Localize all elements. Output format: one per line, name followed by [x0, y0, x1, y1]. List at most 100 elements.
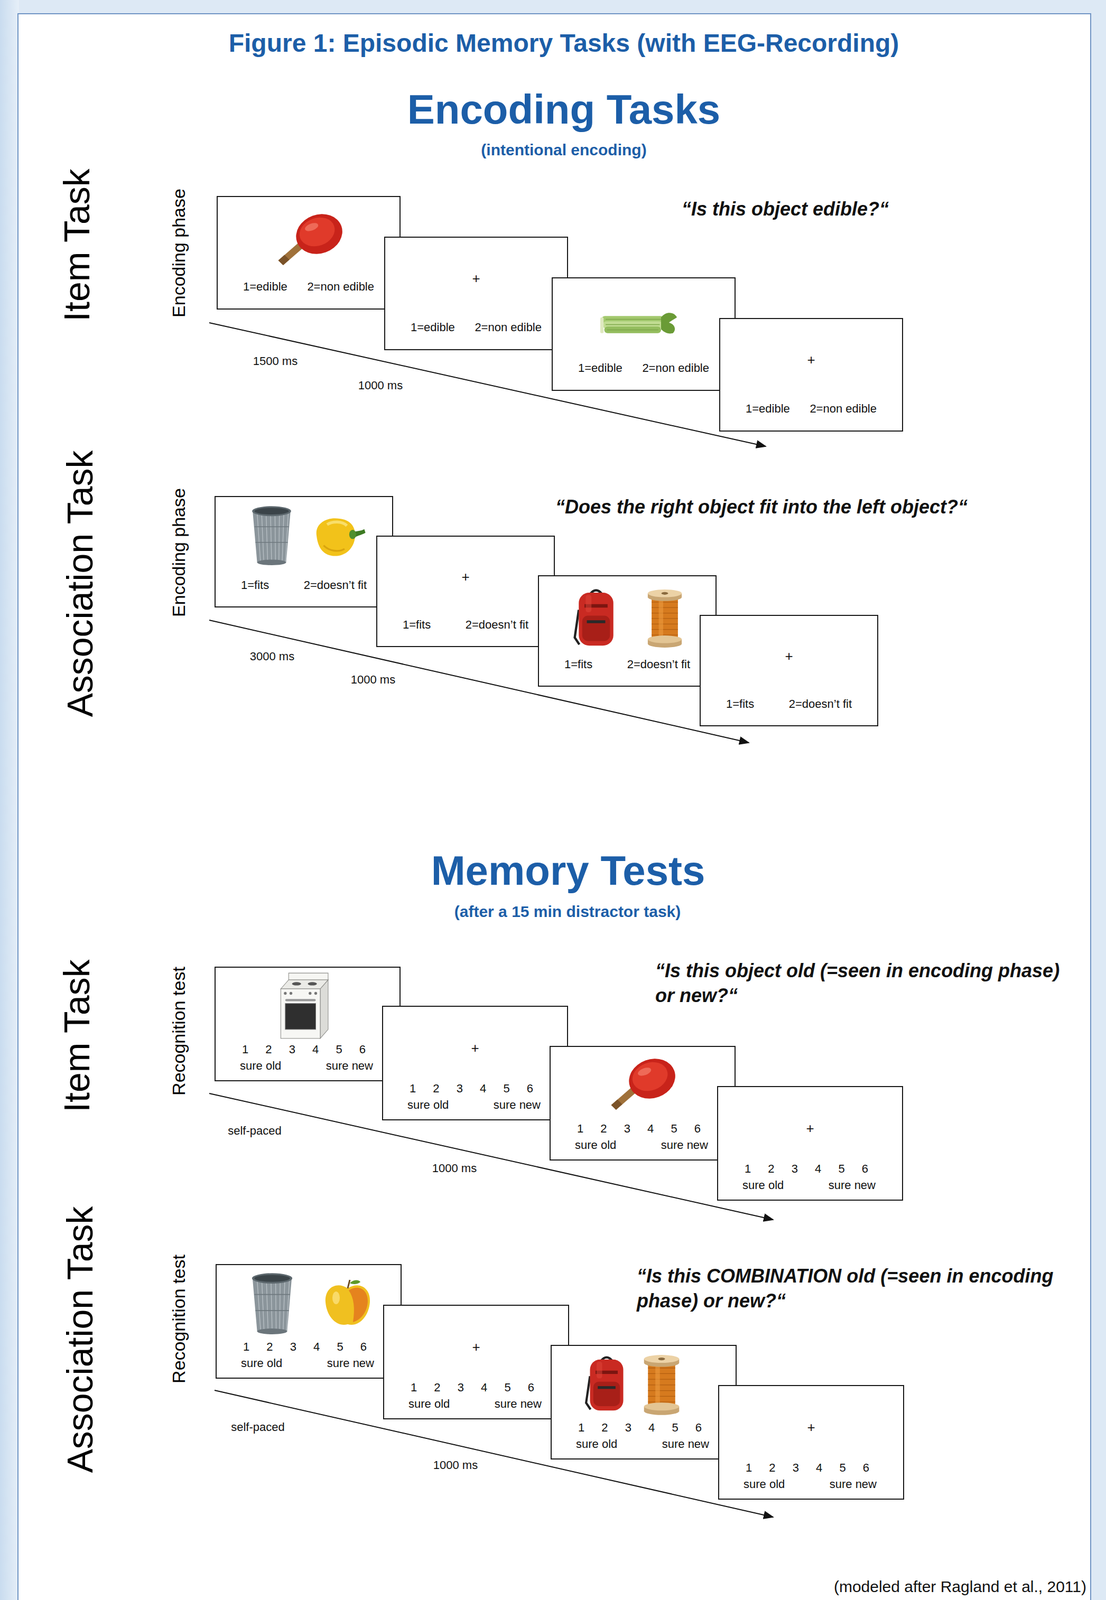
object-picture — [215, 497, 395, 609]
object-picture — [538, 576, 718, 689]
response-option: 2=non edible — [307, 280, 375, 294]
phase-label: Recognition test — [168, 967, 190, 1096]
source-caption: (modeled after Ragland et al., 2011) — [833, 1578, 1087, 1597]
scale-anchor: sure new — [493, 1098, 541, 1113]
fixation-cross: + — [383, 1040, 568, 1057]
stimulus-slide: 1=fits2=doesn’t fit — [537, 575, 717, 687]
response-scale-row: 1 2 3 4 5 6 — [578, 1421, 702, 1436]
stimulus-slide: +1=fits2=doesn’t fit — [699, 615, 879, 727]
response-scale-row: sure oldsure new — [742, 1178, 876, 1193]
section-heading: Encoding Tasks — [407, 85, 721, 134]
stimulus-slide: 1=edible 2=non edible — [551, 277, 736, 392]
timing-label: 1000 ms — [358, 378, 403, 393]
task-label-holder: Association Task — [60, 1206, 100, 1474]
section-heading-holder: Memory Tests — [431, 847, 706, 896]
response-option: 1=fits — [240, 578, 269, 593]
response-option: 1=fits — [726, 697, 755, 712]
task-label: Association Task — [60, 1206, 100, 1474]
stimulus-slide: 1=fits 2=doesn’t fit — [214, 496, 394, 608]
response-option: 1=fits — [564, 657, 593, 672]
scale-anchor: sure old — [239, 1059, 282, 1074]
response-scale-row: 1=edible2=non edible — [243, 280, 375, 294]
stimulus-slide: +1=fits2=doesn’t fit — [376, 535, 555, 648]
fixation-holder: + — [700, 648, 878, 665]
response-scale-row: 1 2 3 4 5 6 — [744, 1162, 869, 1177]
scale-anchor: sure old — [408, 1397, 450, 1412]
fixation-holder: + — [385, 270, 568, 287]
response-scale-row: sure old sure new — [407, 1098, 541, 1113]
response-option: 2=doesn’t fit — [303, 578, 367, 593]
task-label: Item Task — [57, 959, 97, 1113]
figure-title: Figure 1: Episodic Memory Tasks (with EE… — [228, 28, 900, 58]
response-option: 1=edible — [410, 320, 455, 335]
response-scale-row: 1 2 3 4 5 6 — [409, 1082, 534, 1096]
response-scale-row: 1=edible 2=non edible — [578, 361, 710, 376]
timing-label: 1000 ms — [350, 673, 396, 687]
title-holder: Figure 1: Episodic Memory Tasks (with EE… — [228, 28, 900, 58]
response-option: 1=edible — [578, 361, 623, 376]
response-scale-row: 1=fits2=doesn’t fit — [402, 618, 529, 632]
timing-label-holder: 1000 ms — [350, 673, 396, 687]
response-option: 2=non edible — [642, 361, 710, 376]
fixation-holder: + — [719, 1419, 904, 1437]
timing-label-holder: 1000 ms — [433, 1458, 478, 1473]
response-scale-row: 1=fits2=doesn’t fit — [564, 657, 691, 672]
task-label: Association Task — [60, 450, 100, 718]
response-option: 1=edible — [745, 402, 790, 416]
section-subheading: (after a 15 min distractor task) — [454, 903, 681, 922]
rating-scale: 1 2 3 4 5 6 — [409, 1082, 534, 1096]
timing-label: self-paced — [230, 1420, 285, 1435]
scale-anchor: sure old — [574, 1138, 617, 1153]
rating-scale: 1 2 3 4 5 6 — [577, 1122, 701, 1137]
timing-label-holder: 1000 ms — [432, 1162, 477, 1176]
phase-label-holder: Encoding phase — [168, 488, 190, 618]
stimulus-slide: 1 2 3 4 5 6sure old sure new — [550, 1345, 737, 1461]
rating-scale: 1 2 3 4 5 6 — [578, 1421, 702, 1436]
scale-anchor: sure old — [575, 1437, 618, 1452]
response-scale-row: sure old sure new — [240, 1357, 375, 1371]
section-subheading-holder: (after a 15 min distractor task) — [454, 903, 681, 922]
scale-anchor: sure new — [327, 1357, 375, 1371]
timing-label-holder: 1500 ms — [253, 354, 298, 369]
question-text: “Is this object edible?“ — [681, 197, 889, 222]
phase-label: Recognition test — [168, 1255, 190, 1384]
stimulus-slide: +1=edible2=non edible — [384, 236, 569, 351]
timing-label: 3000 ms — [249, 649, 295, 664]
question-text: “Is this COMBINATION old (=seen in encod… — [636, 1264, 1071, 1315]
scale-anchor: sure old — [240, 1357, 283, 1371]
question-text: “Does the right object fit into the left… — [555, 495, 968, 520]
task-label-holder: Association Task — [60, 450, 100, 718]
fixation-cross: + — [719, 1419, 904, 1437]
task-label-holder: Item Task — [57, 959, 97, 1113]
phase-label: Encoding phase — [168, 488, 190, 618]
question-text-holder: “Is this object old (=seen in encoding p… — [655, 959, 1078, 1009]
stimulus-slide: +1 2 3 4 5 6sure oldsure new — [718, 1385, 905, 1501]
stimulus-slide: 1 2 3 4 5 6sure old sure new — [549, 1046, 736, 1161]
fixation-cross: + — [377, 569, 554, 586]
response-scale-row: 1 2 3 4 5 6 — [745, 1461, 870, 1476]
scale-anchor: sure new — [494, 1397, 542, 1412]
fixation-cross: + — [384, 1339, 569, 1356]
scale-anchor: sure new — [662, 1437, 710, 1452]
fixation-cross: + — [385, 270, 568, 287]
scale-anchor: sure old — [407, 1098, 449, 1113]
fixation-holder: + — [720, 351, 903, 369]
timing-label: self-paced — [227, 1124, 282, 1139]
fixation-holder: + — [384, 1339, 569, 1356]
stimulus-slide: +1 2 3 4 5 6 sure old sure new — [382, 1006, 569, 1121]
section-heading: Memory Tests — [431, 847, 706, 896]
scale-anchor: sure new — [661, 1138, 709, 1153]
response-scale-row: sure old sure new — [574, 1138, 709, 1153]
section-subheading: (intentional encoding) — [480, 141, 647, 160]
stimulus-slide: +1 2 3 4 5 6sure oldsure new — [383, 1305, 570, 1420]
timing-label-holder: 3000 ms — [249, 649, 295, 664]
object-picture — [217, 197, 402, 311]
rating-scale: 1 2 3 4 5 6 — [745, 1461, 870, 1476]
phase-label: Encoding phase — [168, 188, 190, 318]
response-scale-row: 1 2 3 4 5 6 — [243, 1340, 367, 1355]
response-scale-row: 1=edible2=non edible — [410, 320, 542, 335]
rating-scale: 1 2 3 4 5 6 — [243, 1340, 367, 1355]
response-scale-row: 1 2 3 4 5 6 — [577, 1122, 701, 1137]
scale-anchor: sure old — [742, 1178, 784, 1193]
